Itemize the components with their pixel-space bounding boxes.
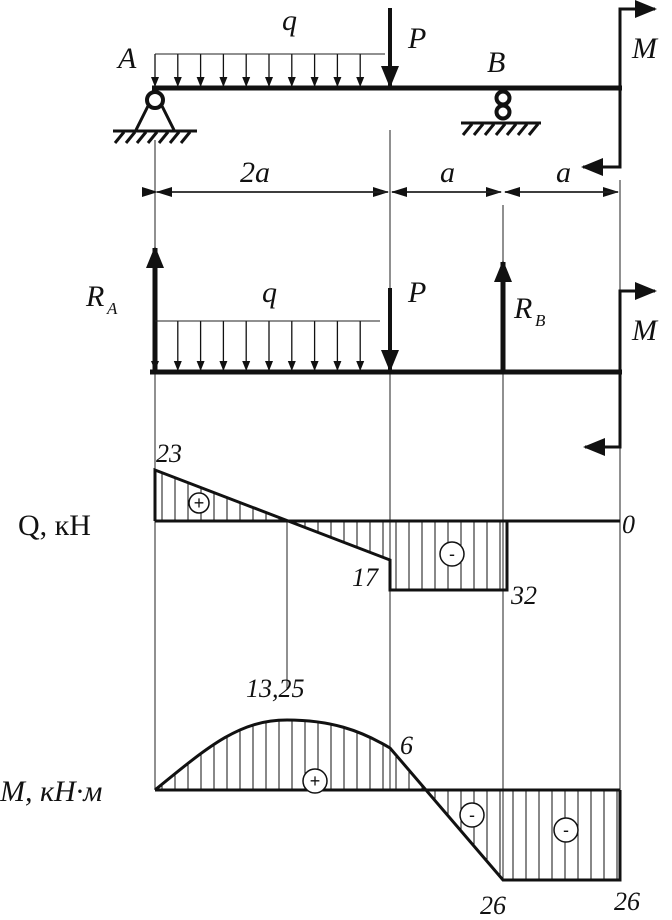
support-b xyxy=(461,89,541,136)
minus-sign-icon xyxy=(439,541,465,567)
label-q: q xyxy=(262,276,277,309)
moment-arrow-bottom xyxy=(581,88,622,176)
label-ra: R xyxy=(85,280,104,313)
m-value-end: 26 xyxy=(614,887,640,916)
label-m: M xyxy=(631,314,659,347)
label-m: M xyxy=(631,32,659,65)
q-value-start: 23 xyxy=(156,439,182,468)
shear-diagram: Q, кН 23 17 32 0 + - xyxy=(18,439,635,610)
dim-2a: 2a xyxy=(240,156,270,189)
ground-hatch xyxy=(461,123,474,136)
m-sign-neg-2: - xyxy=(563,820,569,840)
q-diagram-label: Q, кН xyxy=(18,509,91,542)
m-value-max: 13,25 xyxy=(246,674,305,703)
label-p: P xyxy=(407,22,426,55)
m-sign-neg-1: - xyxy=(469,805,475,825)
moment-arrow-top xyxy=(618,282,657,372)
moment-arrow-bottom xyxy=(583,372,622,456)
plus-sign-icon xyxy=(188,492,210,514)
label-rb: R xyxy=(513,292,532,325)
moment-arrow-top xyxy=(618,0,657,88)
ground-hatch xyxy=(146,131,159,144)
label-ra-sub: A xyxy=(106,299,118,318)
m-diagram-label: M, кН·м xyxy=(0,775,102,808)
label-q: q xyxy=(282,4,297,37)
ground-hatch xyxy=(168,131,181,144)
ground-hatch xyxy=(494,123,507,136)
distributed-load-q xyxy=(151,54,365,87)
beam-scheme: q P A B M xyxy=(113,0,659,176)
q-sign-neg: - xyxy=(449,544,455,564)
minus-sign-icon xyxy=(553,817,579,843)
ground-hatch xyxy=(505,123,518,136)
ground-hatch xyxy=(483,123,496,136)
ground-hatch xyxy=(516,123,529,136)
q-sign-pos: + xyxy=(194,493,205,513)
q-curve xyxy=(153,467,509,592)
m-curve xyxy=(154,718,622,882)
ground-hatch xyxy=(179,131,192,144)
ground-hatch xyxy=(135,131,148,144)
ground-hatch xyxy=(472,123,485,136)
plus-sign-icon xyxy=(302,768,328,794)
distributed-load-q xyxy=(151,321,365,371)
minus-sign-icon xyxy=(459,802,485,828)
ground-hatch xyxy=(527,123,540,136)
dimensions: 2a a a xyxy=(142,156,619,197)
dim-a-1: a xyxy=(440,156,455,189)
label-rb-sub: B xyxy=(535,311,546,330)
free-body-diagram: R A q P R B M xyxy=(85,246,659,456)
label-b: B xyxy=(487,46,505,79)
label-a: A xyxy=(116,42,137,75)
ground-hatch xyxy=(113,131,126,144)
dim-a-2: a xyxy=(556,156,571,189)
support-a xyxy=(113,90,197,144)
m-value-b: 26 xyxy=(480,891,506,920)
q-value-end: 0 xyxy=(622,510,635,539)
m-value-p: 6 xyxy=(400,731,413,760)
ground-hatch xyxy=(157,131,170,144)
moment-diagram: M, кН·м 13,25 6 26 26 + - - xyxy=(0,674,640,920)
q-value-p: 17 xyxy=(352,563,379,592)
m-sign-pos: + xyxy=(310,771,321,791)
ground-hatch xyxy=(124,131,137,144)
label-p: P xyxy=(407,276,426,309)
q-value-b: 32 xyxy=(510,581,537,610)
